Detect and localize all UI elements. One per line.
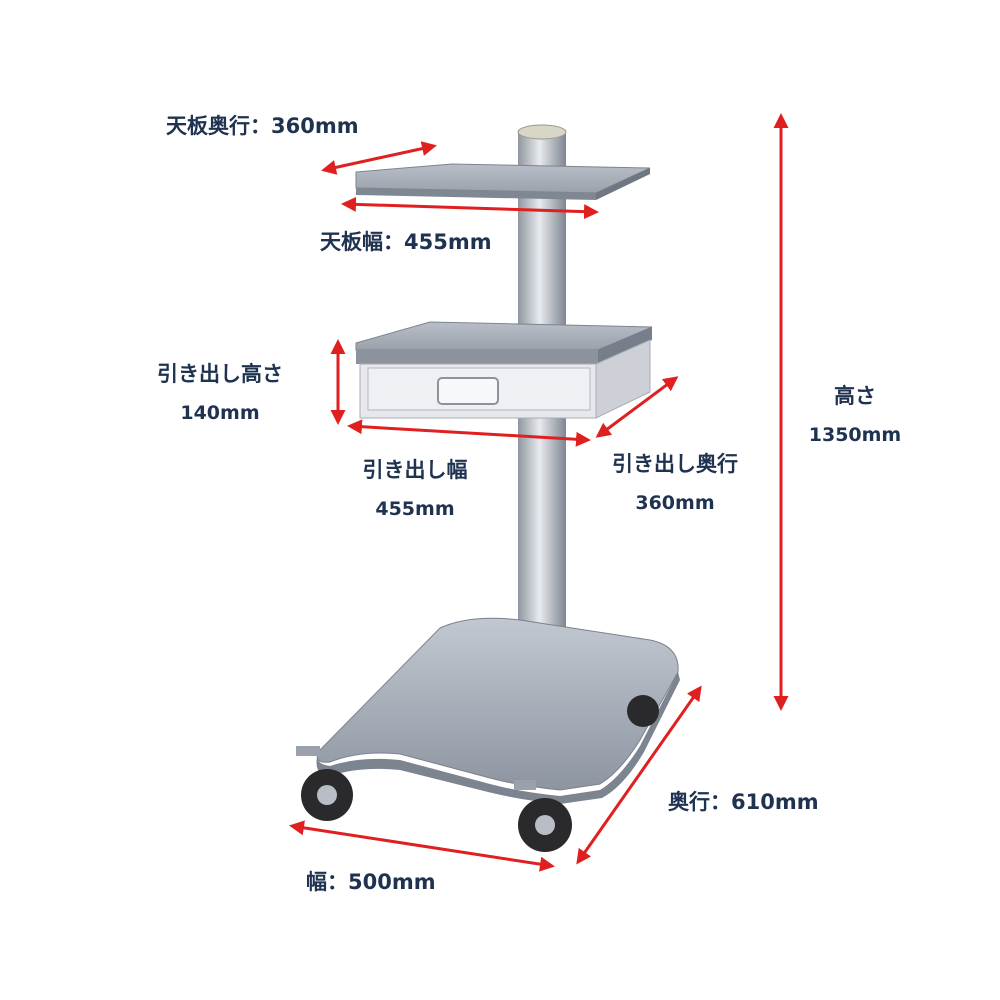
depth-arrow	[576, 685, 702, 865]
top-width-label: 天板幅：455mm	[320, 230, 492, 254]
top-depth-label: 天板奥行：360mm	[166, 114, 359, 138]
drawer-height-value: 140mm	[180, 402, 260, 424]
top-depth-arrow	[321, 141, 437, 175]
caster-back-right	[627, 695, 659, 727]
drawer-width-label: 引き出し幅	[362, 458, 468, 482]
height-value: 1350mm	[808, 424, 902, 446]
width-arrow	[289, 820, 555, 872]
pole-cap	[517, 124, 567, 140]
top-tray-side	[596, 168, 650, 200]
drawer-depth-arrow	[595, 376, 679, 438]
cart-base-rim	[316, 672, 680, 804]
width-label: 幅：500mm	[306, 870, 436, 894]
top-width-arrow	[341, 196, 599, 220]
drawer-height-label: 引き出し高さ	[157, 362, 283, 386]
caster-back-left	[296, 746, 353, 821]
drawer-tray	[355, 321, 653, 351]
drawer-tray-side	[598, 327, 652, 364]
drawer-handle	[437, 377, 499, 405]
caster-front-left	[514, 780, 572, 852]
height-label: 高さ	[834, 384, 876, 408]
drawer-depth-value: 360mm	[635, 492, 715, 514]
drawer-tray-edge	[356, 350, 598, 364]
depth-label: 奥行：610mm	[668, 790, 819, 814]
drawer-depth-label: 引き出し奥行	[612, 452, 738, 476]
drawer-width-arrow	[347, 419, 591, 447]
drawer-width-value: 455mm	[375, 498, 455, 520]
